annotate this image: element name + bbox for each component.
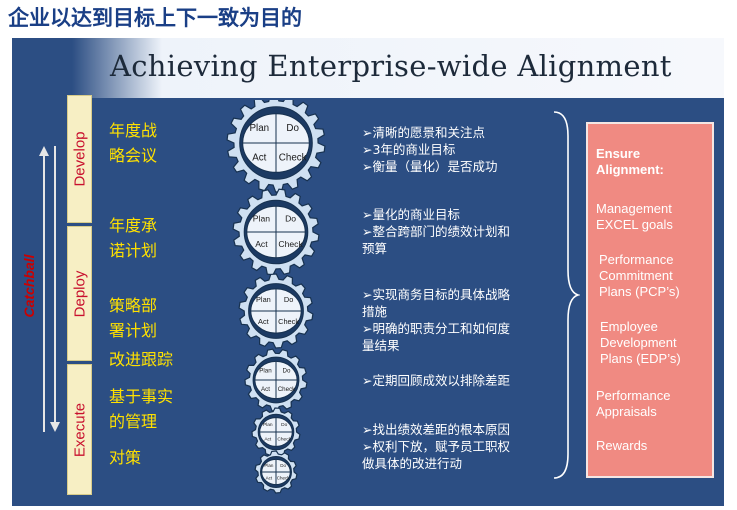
down-arrow-shaft — [54, 146, 56, 422]
pdca-check-label: Check — [278, 317, 299, 326]
page-title: 企业以达到目标上下一致为目的 — [8, 6, 302, 30]
pdca-act-label: Act — [255, 239, 268, 249]
phase-deploy: Deploy — [67, 226, 92, 361]
pdca-check-label: Check — [277, 475, 291, 480]
pdca-check-label: Check — [277, 437, 291, 443]
pdca-do-label: Do — [286, 123, 299, 134]
step-improvement-tracking: 改进跟踪 — [109, 350, 174, 369]
phase-execute: Execute — [67, 364, 92, 495]
pdca-plan-label: Plan — [264, 463, 274, 468]
alignment-item-appraisals: Performance Appraisals — [596, 388, 671, 419]
pdca-do-label: Do — [281, 422, 287, 428]
title-banner — [12, 38, 724, 98]
pdca-check-label: Check — [279, 152, 307, 163]
pdca-plan-label: Plan — [259, 367, 272, 374]
up-arrow-shaft — [43, 156, 45, 432]
diagram-panel: Achieving Enterprise-wide Alignment Catc… — [12, 38, 724, 506]
alignment-heading: Ensure Alignment: — [596, 146, 664, 177]
bullets-deployment: ➢实现商务目标的具体战略 措施 ➢明确的职责分工和如何度 量结果 — [362, 287, 510, 353]
bullets-commitment: ➢量化的商业目标 ➢整合跨部门的绩效计划和 预算 — [362, 207, 510, 256]
step-fact-based-management: 基于事实 的管理 — [109, 387, 174, 431]
pdca-plan-label: Plan — [263, 422, 273, 428]
pdca-check-label: Check — [278, 386, 296, 393]
bullets-execute: ➢找出绩效差距的根本原因 ➢权利下放，赋予员工职权 做具体的改进行动 — [362, 422, 510, 471]
pdca-act-label: Act — [264, 437, 272, 443]
pdca-act-label: Act — [252, 152, 266, 163]
alignment-item-edp: Employee Development Plans (EDP’s) — [600, 319, 681, 366]
alignment-item-excel-goals: Management EXCEL goals — [596, 201, 673, 232]
pdca-do-label: Do — [285, 214, 296, 224]
pdca-plan-label: Plan — [256, 295, 271, 304]
down-arrow-icon — [50, 422, 60, 432]
phase-develop-label: Develop — [71, 131, 88, 187]
pdca-act-label: Act — [266, 475, 273, 480]
phase-deploy-label: Deploy — [71, 270, 88, 317]
pdca-do-label: Do — [280, 463, 286, 468]
pdca-check-label: Check — [278, 239, 303, 249]
bullets-review: ➢定期回顾成效以排除差距 — [362, 373, 510, 388]
right-brace — [553, 111, 580, 479]
pdca-plan-label: Plan — [253, 214, 270, 224]
alignment-item-rewards: Rewards — [596, 438, 648, 453]
step-annual-strategy: 年度战 略会议 — [109, 121, 158, 165]
catchball-label: Catchball — [21, 254, 37, 318]
main-title: Achieving Enterprise-wide Alignment — [110, 49, 672, 83]
bullets-develop: ➢清晰的愿景和关注点 ➢3年的商业目标 ➢衡量（量化）是否成功 — [362, 125, 498, 174]
pdca-act-label: Act — [261, 386, 270, 393]
pdca-do-label: Do — [284, 295, 293, 304]
step-annual-commitment: 年度承 诺计划 — [109, 216, 158, 260]
pdca-do-label: Do — [283, 367, 291, 374]
pdca-plan-label: Plan — [249, 123, 269, 134]
pdca-act-label: Act — [258, 317, 269, 326]
phase-execute-label: Execute — [71, 402, 88, 457]
phase-develop: Develop — [67, 95, 92, 223]
up-arrow-icon — [39, 146, 49, 156]
step-strategy-deployment: 策略部 署计划 — [109, 296, 158, 340]
step-countermeasures: 对策 — [109, 448, 142, 467]
ensure-alignment-box: Ensure Alignment: Management EXCEL goals… — [586, 122, 714, 478]
alignment-item-pcp: Performance Commitment Plans (PCP’s) — [599, 252, 680, 299]
